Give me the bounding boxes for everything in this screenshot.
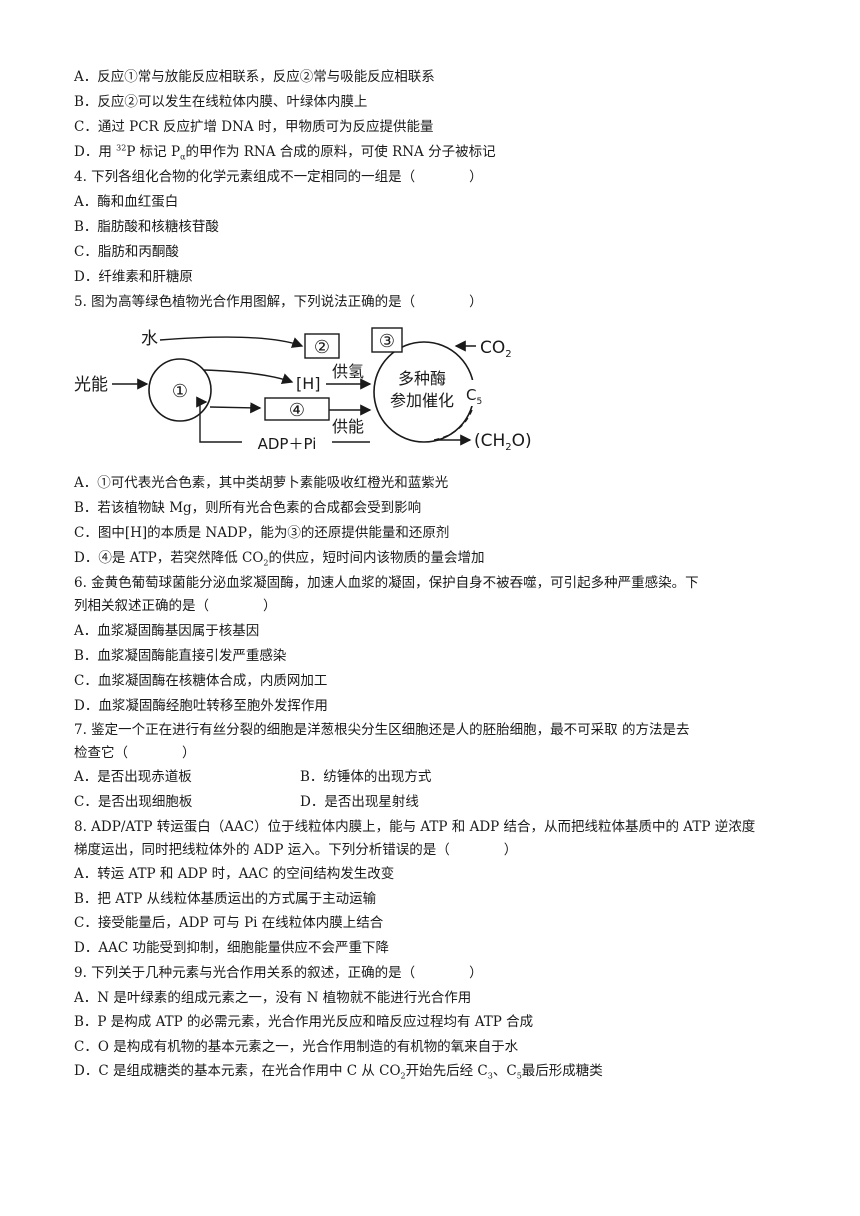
ch2o-pre: (CH xyxy=(474,431,505,451)
q7-options-row1: A．是否出现赤道板 B．纺锤体的出现方式 xyxy=(74,767,431,787)
q4-option-c: C．脂肪和丙酮酸 xyxy=(74,244,179,260)
q3-option-a: A．反应①常与放能反应相联系，反应②常与吸能反应相联系 xyxy=(74,69,435,85)
q9-d-sub2: 3 xyxy=(487,1071,493,1081)
q7-stem-line1: 7. 鉴定一个正在进行有丝分裂的细胞是洋葱根尖分生区细胞还是人的胚胎细胞，最不可… xyxy=(74,722,690,738)
q9-d-sep: 、C xyxy=(492,1063,517,1079)
h-arrow xyxy=(203,369,294,384)
q3-option-d: D．用 32P 标记 Pα的甲作为 RNA 合成的原料，可使 RNA 分子被标记 xyxy=(74,142,496,162)
supply-energy-label: 供能 xyxy=(332,417,364,436)
supply-hydrogen-label: 供氢 xyxy=(332,362,364,381)
q3-d-pre: D．用 xyxy=(74,144,112,160)
q6-option-a: A．血浆凝固酶基因属于核基因 xyxy=(74,623,260,639)
c5-text: C xyxy=(466,386,476,404)
q9-option-b: B．P 是构成 ATP 的必需元素，光合作用光反应和暗反应过程均有 ATP 合成 xyxy=(74,1014,534,1030)
q3-d-mid: P 标记 P xyxy=(126,144,181,160)
box-2-label: ② xyxy=(314,337,330,358)
c5-label-bg xyxy=(464,380,486,406)
enzyme-label-line1: 多种酶 xyxy=(398,369,446,388)
c5-sub: 5 xyxy=(476,397,482,407)
sugar-dashed-path xyxy=(433,409,473,441)
q5-option-d: D．④是 ATP，若突然降低 CO2的供应，短时间内该物质的量会增加 xyxy=(74,548,485,568)
q6-stem-line2: 列相关叙述正确的是（ ） xyxy=(74,598,277,614)
q6-option-b: B．血浆凝固酶能直接引发严重感染 xyxy=(74,648,287,664)
q7-option-d: D．是否出现星射线 xyxy=(300,794,419,810)
q9-option-a: A．N 是叶绿素的组成元素之一，没有 N 植物就不能进行光合作用 xyxy=(74,990,472,1006)
q4-option-b: B．脂肪酸和核糖核苷酸 xyxy=(74,219,219,235)
q9-d-post: 最后形成糖类 xyxy=(521,1063,603,1079)
box-4-shape xyxy=(264,397,330,421)
q7-option-a: A．是否出现赤道板 xyxy=(74,769,192,785)
circle-1-shape xyxy=(148,358,212,422)
q5-d-sub: 2 xyxy=(263,558,269,568)
q4-option-a: A．酶和血红蛋白 xyxy=(74,194,179,210)
box-3-label: ③ xyxy=(379,331,395,352)
light-energy-label: 光能 xyxy=(74,375,108,395)
co2-label: CO2 xyxy=(480,338,512,360)
q5-d-pre: D．④是 ATP，若突然降低 CO xyxy=(74,550,264,566)
q3-d-post: 的甲作为 RNA 合成的原料，可使 RNA 分子被标记 xyxy=(185,144,496,160)
q9-stem: 9. 下列关于几种元素与光合作用关系的叙述，正确的是（ ） xyxy=(74,965,483,981)
ch2o-post: O) xyxy=(512,431,532,451)
q6-stem-line1: 6. 金黄色葡萄球菌能分泌血浆凝固酶，加速人血浆的凝固，保护自身不被吞噬，可引起… xyxy=(74,575,699,591)
adp-label-bg xyxy=(242,434,332,452)
water-arrow xyxy=(159,336,304,348)
q9-option-d: D．C 是组成糖类的基本元素，在光合作用中 C 从 CO2开始先后经 C3、C5… xyxy=(74,1061,603,1081)
q7-options-row2: C．是否出现细胞板 D．是否出现星射线 xyxy=(74,792,419,812)
q8-stem-line1: 8. ADP/ATP 转运蛋白（AAC）位于线粒体内膜上，能与 ATP 和 AD… xyxy=(74,819,756,835)
q3-d-sub: α xyxy=(180,152,186,162)
ch2o-sub: 2 xyxy=(505,442,511,453)
q3-option-b: B．反应②可以发生在线粒体内膜、叶绿体内膜上 xyxy=(74,94,368,110)
q9-d-sub1: 2 xyxy=(400,1071,406,1081)
q9-d-mid: 开始先后经 C xyxy=(405,1063,488,1079)
q3-d-sup: 32 xyxy=(116,143,127,153)
q5-stem: 5. 图为高等绿色植物光合作用图解，下列说法正确的是（ ） xyxy=(74,294,483,310)
q7-option-b: B．纺锤体的出现方式 xyxy=(300,769,432,785)
q3-option-c: C．通过 PCR 反应扩增 DNA 时，甲物质可为反应提供能量 xyxy=(74,119,434,135)
c5-label: C5 xyxy=(466,386,482,407)
q4-option-d: D．纤维素和肝糖原 xyxy=(74,269,193,285)
water-label: 水 xyxy=(141,329,158,349)
q5-d-post: 的供应，短时间内该物质的量会增加 xyxy=(268,550,485,566)
q8-option-d: D．AAC 功能受到抑制，细胞能量供应不会严重下降 xyxy=(74,940,389,956)
q8-stem-line2: 梯度运出，同时把线粒体外的 ADP 运入。下列分析错误的是（ ） xyxy=(74,842,518,858)
photosynthesis-diagram: ① 光能 水 ② [H] 供氢 ④ 供能 ADP＋Pi ③ 多种酶 参加催化 C… xyxy=(74,327,532,453)
q8-option-c: C．接受能量后，ADP 可与 Pi 在线粒体内膜上结合 xyxy=(74,915,384,931)
ch2o-label: (CH2O) xyxy=(474,431,532,453)
q7-option-c: C．是否出现细胞板 xyxy=(74,794,193,810)
circle-1-label: ① xyxy=(172,381,188,402)
q9-option-c: C．O 是构成有机物的基本元素之一，光合作用制造的有机物的氧来自于水 xyxy=(74,1039,519,1055)
h-label: [H] xyxy=(296,374,321,393)
atp-arrow xyxy=(209,402,262,414)
box-2-shape xyxy=(304,333,340,359)
q5-option-a: A．①可代表光合色素，其中类胡萝卜素能吸收红橙光和蓝紫光 xyxy=(74,475,449,491)
q6-option-c: C．血浆凝固酶在核糖体合成，内质网加工 xyxy=(74,673,328,689)
box-3-shape xyxy=(371,327,403,353)
q7-stem-line2: 检查它（ ） xyxy=(74,745,196,761)
q9-d-pre: D．C 是组成糖类的基本元素，在光合作用中 C 从 CO xyxy=(74,1063,401,1079)
adp-pi-label: ADP＋Pi xyxy=(258,435,317,453)
box-4-label: ④ xyxy=(289,400,305,421)
q5-option-b: B．若该植物缺 Mg，则所有光合色素的合成都会受到影响 xyxy=(74,500,422,516)
q6-option-d: D．血浆凝固酶经胞吐转移至胞外发挥作用 xyxy=(74,698,328,714)
q8-option-b: B．把 ATP 从线粒体基质运出的方式属于主动运输 xyxy=(74,891,377,907)
enzyme-label-line2: 参加催化 xyxy=(390,391,454,410)
q5-option-c: C．图中[H]的本质是 NADP，能为③的还原提供能量和还原剂 xyxy=(74,525,450,541)
co2-sub: 2 xyxy=(505,349,511,360)
co2-text: CO xyxy=(480,338,505,358)
q9-d-sub3: 5 xyxy=(516,1071,522,1081)
q4-stem: 4. 下列各组化合物的化学元素组成不一定相同的一组是（ ） xyxy=(74,169,483,185)
q8-option-a: A．转运 ATP 和 ADP 时，AAC 的空间结构发生改变 xyxy=(74,866,395,882)
